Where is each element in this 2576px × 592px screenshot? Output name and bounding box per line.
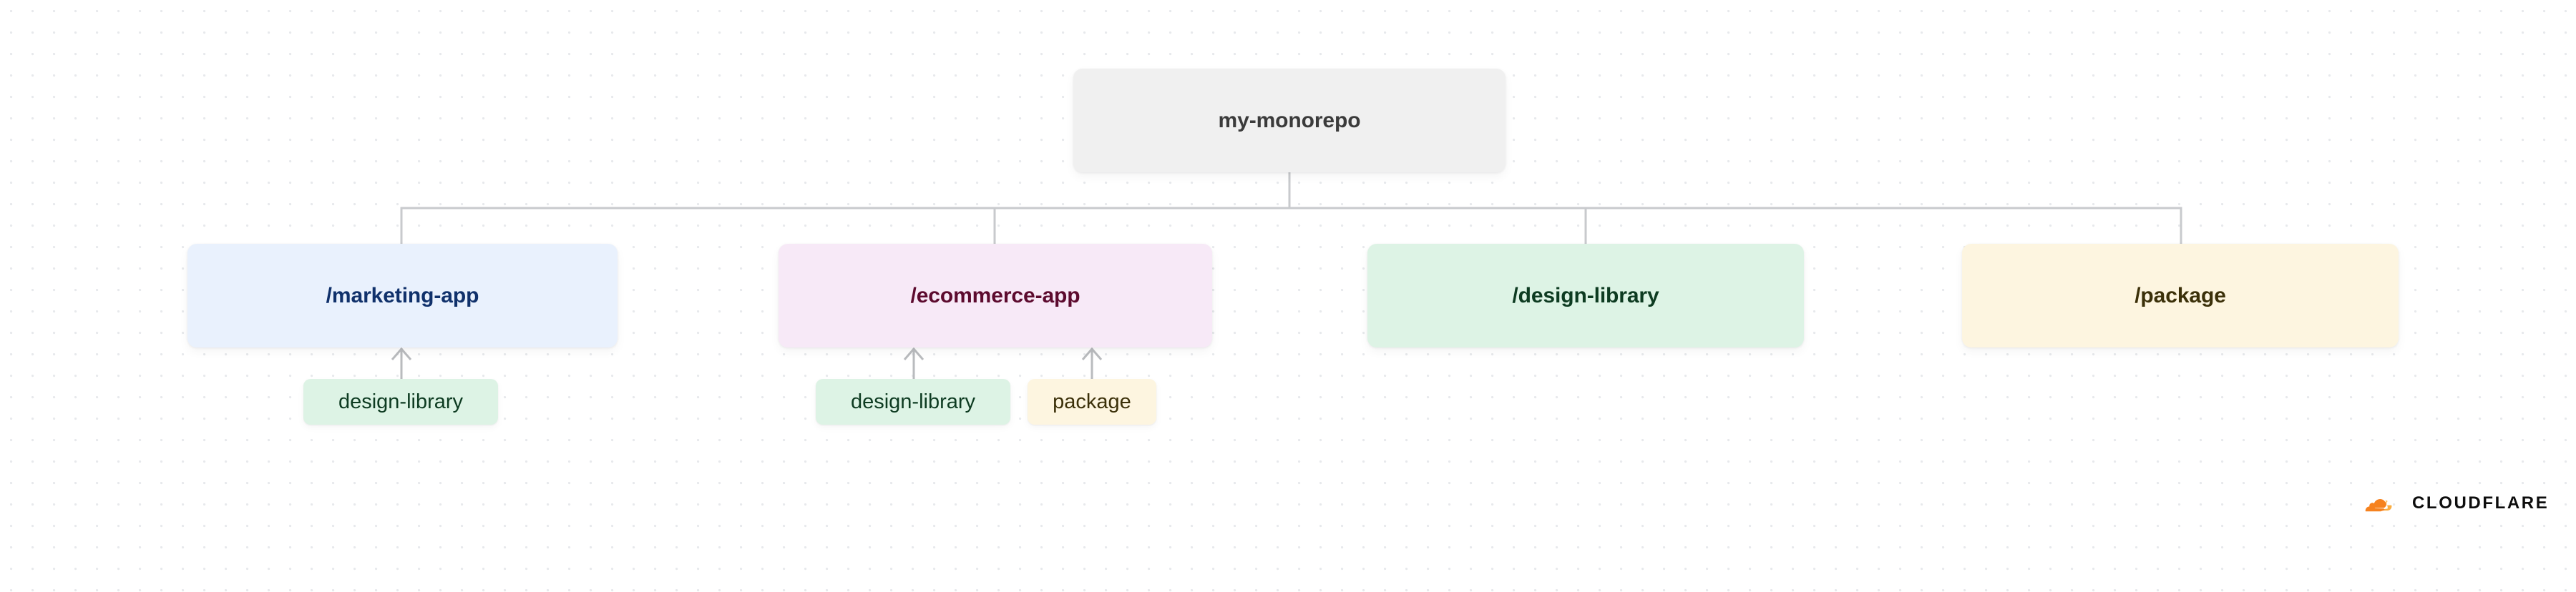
node-label-package: /package bbox=[2135, 283, 2226, 307]
node-label-my-monorepo: my-monorepo bbox=[1218, 108, 1361, 132]
node-label-marketing-app: /marketing-app bbox=[326, 283, 479, 307]
node-label-design-library: /design-library bbox=[1512, 283, 1659, 307]
node-marketing-app[interactable]: /marketing-app bbox=[187, 244, 618, 347]
arrowhead-ecommerce-package bbox=[1081, 347, 1103, 360]
arrowhead-ecommerce-design-library bbox=[903, 347, 924, 360]
node-label-ecommerce-app: /ecommerce-app bbox=[910, 283, 1080, 307]
dependency-chip-ecommerce-design-library[interactable]: design-library bbox=[816, 379, 1010, 425]
dependency-chip-label: design-library bbox=[338, 390, 464, 413]
cloudflare-logo: CLOUDFLARE bbox=[2358, 493, 2549, 513]
dependency-chip-marketing-design-library[interactable]: design-library bbox=[303, 379, 498, 425]
cloudflare-wordmark: CLOUDFLARE bbox=[2412, 493, 2550, 513]
node-my-monorepo[interactable]: my-monorepo bbox=[1073, 69, 1506, 172]
dependency-chip-label: package bbox=[1053, 390, 1131, 413]
dependency-chip-ecommerce-package[interactable]: package bbox=[1028, 379, 1156, 425]
node-ecommerce-app[interactable]: /ecommerce-app bbox=[779, 244, 1212, 347]
arrowhead-marketing-design-library bbox=[391, 347, 412, 360]
cloudflare-cloud-icon bbox=[2365, 499, 2392, 512]
node-package[interactable]: /package bbox=[1962, 244, 2399, 347]
node-design-library[interactable]: /design-library bbox=[1367, 244, 1804, 347]
dependency-chip-label: design-library bbox=[850, 390, 976, 413]
